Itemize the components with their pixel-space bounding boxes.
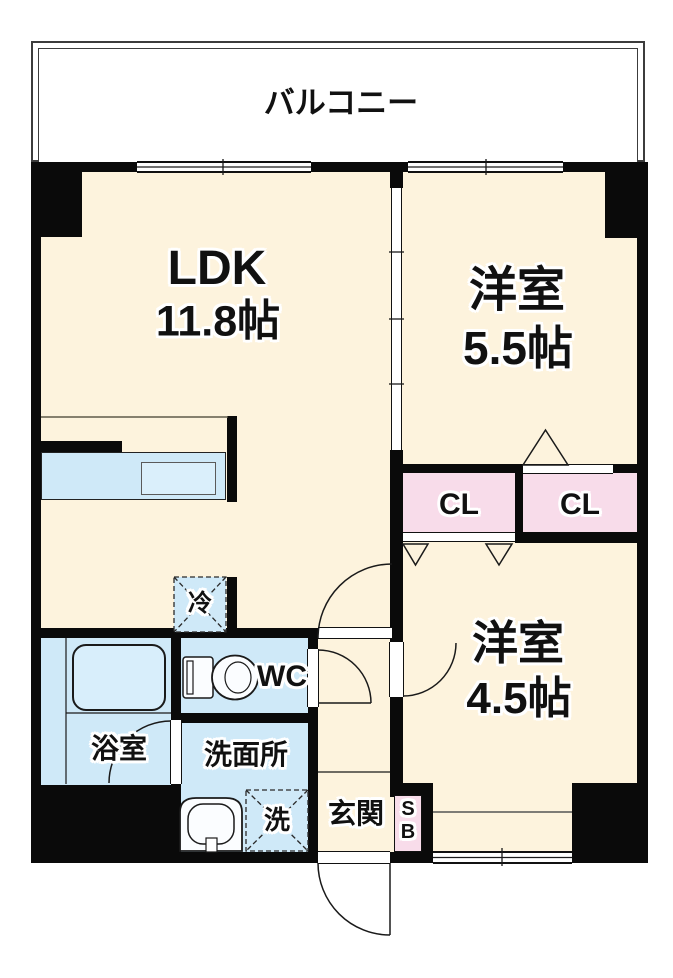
toilet-label: WC	[257, 660, 307, 693]
closet-swing-triangle-down-1	[401, 543, 430, 567]
shoebox-label-bottom: B	[400, 821, 416, 843]
closet-left-track	[403, 532, 515, 542]
vanity-tap-icon	[205, 837, 218, 853]
wall-shoebox-right	[421, 783, 433, 852]
vanity-sink-icon	[179, 797, 243, 852]
ldk-door-arc	[317, 563, 393, 639]
bathtub-icon	[72, 644, 166, 711]
wall-partition-top	[390, 170, 403, 188]
wall-closet-mid	[515, 464, 523, 543]
shoebox	[394, 795, 422, 852]
closet-swing-triangle-up	[521, 428, 570, 466]
toilet-bowl-inner	[224, 661, 252, 694]
entrance-label: 玄関	[327, 798, 385, 829]
shoebox-label-top: S	[401, 798, 415, 820]
wall-kitchen-right	[227, 416, 237, 502]
pillar-top-right	[605, 162, 648, 238]
wall-ldk-south	[41, 628, 318, 638]
ldk-name: LDK	[167, 242, 267, 295]
toilet-flush-icon	[186, 660, 194, 695]
closet-left-area	[403, 473, 515, 532]
wall-closet-right-bottom	[523, 532, 648, 543]
ldk-door-opening	[318, 627, 392, 639]
kitchen-sink	[141, 462, 216, 495]
toilet-door-opening	[307, 649, 319, 707]
wall-corridor	[308, 628, 318, 852]
wall-top	[31, 162, 648, 172]
washer-label: 洗	[263, 805, 291, 835]
bathroom-door-arc	[108, 720, 172, 784]
bedroom2-size: 4.5帖	[466, 674, 572, 723]
pillar-bottom-right	[572, 783, 648, 863]
refrigerator-label: 冷	[188, 590, 212, 617]
wall-closet-left	[390, 464, 403, 543]
entrance-door-arc	[317, 862, 391, 936]
wall-toilet-south	[171, 713, 318, 723]
wall-right	[637, 162, 648, 863]
entrance-door-opening	[318, 851, 390, 864]
bedroom2-door-opening	[389, 642, 404, 697]
wall-fridge-stub	[227, 577, 237, 632]
closet-right-label: CL	[560, 488, 600, 521]
closet-left-label: CL	[439, 488, 479, 521]
balcony-label: バルコニー	[263, 85, 419, 121]
bedroom2-name: 洋室	[472, 617, 564, 669]
pillar-bottom-left	[31, 785, 181, 863]
balcony-railing	[38, 48, 638, 162]
bathroom-label: 浴室	[90, 733, 148, 764]
closet-swing-triangle-down-2	[484, 543, 514, 567]
bedroom1-size: 5.5帖	[463, 322, 573, 374]
toilet-door-arc	[317, 649, 372, 704]
bedroom2-door-arc	[402, 642, 457, 697]
wall-kitchen-stub	[40, 441, 122, 452]
wall-bath-divider	[171, 638, 181, 785]
wall-left	[31, 162, 41, 863]
washroom-label: 洗面所	[203, 739, 289, 770]
ldk-size: 11.8帖	[155, 297, 281, 346]
pillar-top-left	[31, 162, 82, 237]
closet-right-area	[523, 473, 638, 532]
bedroom1-name: 洋室	[468, 264, 566, 317]
bathroom-door-opening	[170, 720, 182, 784]
